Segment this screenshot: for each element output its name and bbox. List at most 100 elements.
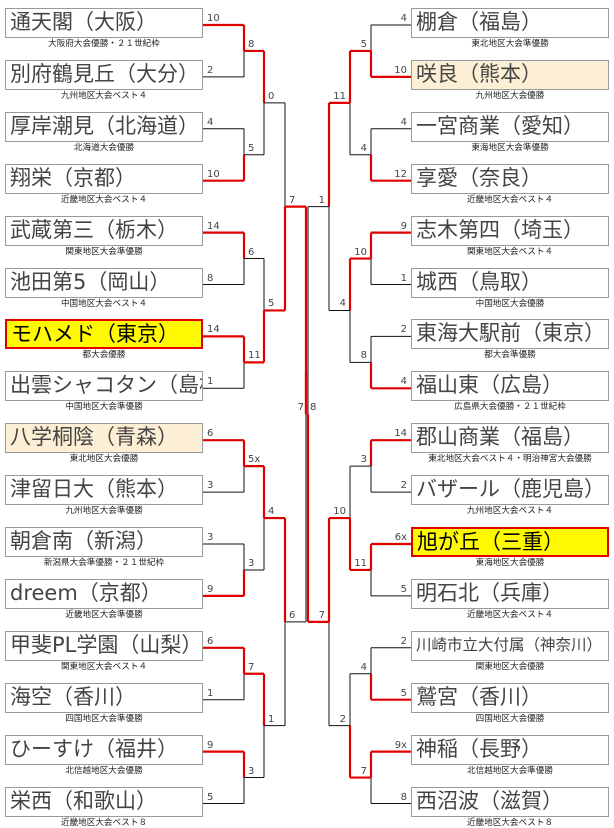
left-r1-m1-score-b: 2 [207, 64, 214, 76]
left-r2-m2-score-a: 6 [248, 246, 255, 258]
left-r2-m3-score-b: 3 [248, 557, 255, 569]
left-team-12: dreem（京都） [5, 578, 203, 609]
left-r1-m5-score-a: 6 [207, 428, 214, 440]
left-team-note-1: 大阪府大会優勝・２１世紀枠 [48, 39, 160, 49]
left-team-3: 厚岸潮見（北海道） [5, 111, 203, 142]
left-team-9: 八学桐陰（青森） [5, 423, 203, 454]
right-r1-m4-score-b: 4 [400, 376, 407, 388]
right-r2-m2-score-b: 8 [360, 350, 367, 362]
right-team-8: 福山東（広島） [411, 371, 609, 402]
left-team-4: 翔栄（京都） [5, 163, 203, 194]
right-r1-m6-score-a: 6x [394, 532, 407, 543]
right-team-note-14: 四国地区大会優勝 [475, 713, 545, 724]
left-team-note-7: 都大会優勝 [82, 350, 126, 361]
left-r3-m2-score-a: 4 [268, 506, 275, 518]
right-team-1: 棚倉（福島） [411, 8, 609, 38]
right-r1-m1-score-a: 4 [400, 13, 407, 24]
left-r3-m1-score-a: 0 [268, 90, 275, 102]
right-team-14: 鷲宮（香川） [411, 682, 609, 713]
left-team-note-4: 近畿地区大会ベスト４ [60, 194, 148, 205]
right-team-note-9: 東北地区大会ベスト４・明治神宮大会優勝 [428, 454, 592, 465]
left-r2-m2-score-b: 11 [248, 350, 261, 362]
right-r3-m1-score-b: 4 [339, 298, 346, 310]
left-team-note-15: 北信越地区大会優勝 [65, 765, 143, 776]
left-team-5: 武蔵第三（栃木） [5, 215, 203, 246]
right-team-note-15: 北信越地区大会準優勝 [467, 765, 553, 776]
right-team-6: 城西（鳥取） [411, 267, 609, 298]
right-r2-m1-score-b: 4 [360, 142, 367, 154]
right-sf-score-a: 1 [318, 194, 325, 206]
right-r3-m2-score-b: 2 [339, 713, 346, 725]
right-r1-m2-score-a: 4 [400, 116, 407, 128]
right-r1-m7-score-b: 5 [400, 687, 407, 699]
left-r1-m4-score-a: 14 [207, 324, 220, 336]
left-r1-m3-score-a: 14 [207, 220, 220, 232]
right-team-note-12: 近畿地区大会ベスト４ [466, 609, 554, 620]
left-r1-m8-score-a: 9 [207, 739, 214, 751]
right-team-note-5: 関東地区大会ベスト４ [466, 246, 554, 257]
left-team-note-13: 関東地区大会ベスト４ [60, 661, 148, 672]
left-r1-m3-score-b: 8 [207, 272, 214, 284]
right-team-note-10: 九州地区大会ベスト４ [466, 506, 554, 517]
left-team-14: 海空（香川） [5, 682, 203, 713]
right-team-7: 東海大駅前（東京） [411, 319, 609, 350]
left-team-2: 別府鶴見丘（大分） [5, 59, 203, 90]
right-team-15: 神稲（長野） [411, 734, 609, 765]
right-team-note-13: 関東地区大会優勝 [475, 661, 545, 672]
left-team-note-2: 九州地区大会ベスト４ [60, 90, 148, 101]
right-team-note-2: 九州地区大会優勝 [475, 90, 545, 101]
left-r1-m4-score-b: 1 [207, 376, 214, 388]
right-r2-m2-score-a: 10 [354, 246, 367, 258]
left-team-11: 朝倉南（新潟） [5, 527, 203, 557]
right-team-9: 郡山商業（福島） [411, 423, 609, 454]
right-team-note-4: 近畿地区大会ベスト４ [466, 194, 554, 205]
right-team-note-1: 東北地区大会準優勝 [471, 39, 549, 49]
left-r3-m1-score-b: 5 [268, 298, 275, 310]
right-r1-m7-score-a: 2 [400, 635, 407, 647]
left-r1-m8-score-b: 5 [207, 791, 214, 803]
right-team-3: 一宮商業（愛知） [411, 111, 609, 142]
left-r2-m3-score-a: 5x [248, 454, 261, 466]
left-team-note-12: 近畿地区大会準優勝 [65, 609, 143, 620]
right-team-12: 明石北（兵庫） [411, 578, 609, 609]
left-team-note-10: 九州地区大会準優勝 [65, 506, 143, 517]
right-team-note-8: 広島県大会優勝・２１世紀枠 [454, 402, 566, 413]
left-team-15: ひーすけ（福井） [5, 734, 203, 765]
left-r1-m2-score-b: 10 [207, 168, 220, 180]
right-r1-m4-score-a: 2 [400, 324, 407, 336]
right-r1-m6-score-b: 5 [400, 583, 407, 595]
left-r2-m4-score-a: 7 [248, 661, 255, 673]
right-r2-m4-score-b: 7 [360, 765, 367, 777]
right-r1-m8-score-a: 9x [394, 739, 407, 751]
left-team-note-11: 新潟県大会準優勝・２１世紀枠 [43, 558, 165, 568]
right-r2-m3-score-a: 3 [360, 454, 367, 466]
left-r1-m6-score-a: 3 [207, 532, 214, 543]
right-team-4: 享愛（奈良） [411, 163, 609, 194]
right-r1-m5-score-a: 14 [394, 428, 407, 440]
left-r1-m7-score-a: 6 [207, 635, 214, 647]
right-team-5: 志木第四（埼玉） [411, 215, 609, 246]
left-r3-m2-score-b: 1 [268, 713, 275, 725]
right-team-note-3: 東海地区大会準優勝 [471, 142, 549, 153]
left-r2-m4-score-b: 3 [248, 765, 255, 777]
right-r2-m1-score-a: 5 [360, 38, 367, 50]
right-r1-m2-score-b: 12 [394, 168, 407, 180]
left-r1-m6-score-b: 9 [207, 583, 214, 595]
left-team-16: 栄西（和歌山） [5, 786, 203, 817]
left-sf-score-a: 7 [289, 194, 296, 206]
left-team-8: 出雲シャコタン（島根） [5, 371, 203, 402]
right-r2-m4-score-a: 4 [360, 661, 367, 673]
left-team-13: 甲斐PL学園（山梨） [5, 630, 203, 661]
right-r1-m3-score-a: 9 [400, 220, 407, 232]
left-team-1: 通天閣（大阪） [5, 8, 203, 38]
right-r1-m3-score-b: 1 [400, 272, 407, 284]
left-r1-m7-score-b: 1 [207, 687, 214, 699]
left-team-note-8: 中国地区大会準優勝 [65, 402, 143, 413]
left-r2-m1-score-a: 8 [248, 38, 255, 50]
right-team-11: 旭が丘（三重） [411, 527, 609, 557]
final-score-right: 7 [297, 402, 304, 414]
left-team-note-5: 関東地区大会準優勝 [65, 246, 143, 257]
right-team-note-16: 近畿地区大会ベスト８ [466, 817, 554, 828]
right-team-note-6: 中国地区大会優勝 [475, 298, 545, 309]
right-team-13: 川崎市立大付属（神奈川） [411, 630, 609, 661]
